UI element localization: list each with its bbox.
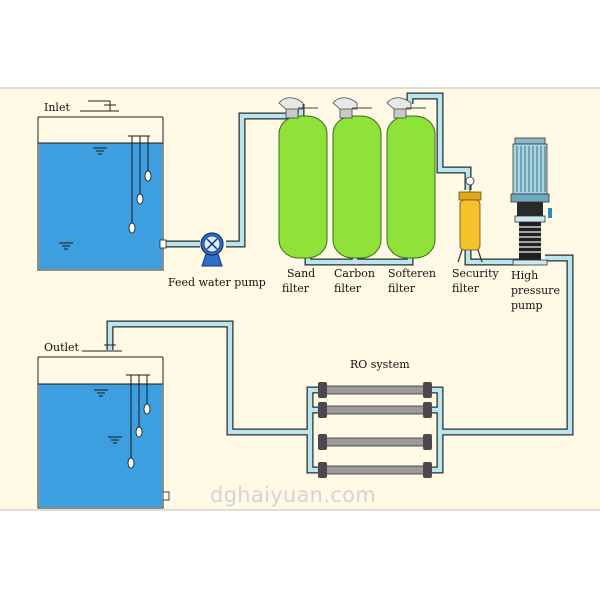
sand-filter-label-line2: filter: [282, 282, 310, 295]
inlet-pipe: [80, 100, 119, 112]
ro-system: [318, 382, 432, 478]
high-pressure-pump-label-line2: pressure: [511, 284, 560, 297]
high-pressure-pump: [510, 137, 552, 266]
ro-membrane: [318, 434, 432, 450]
carbon-filter-label-line2: filter: [334, 282, 362, 295]
feed-water-pump-label: Feed water pump: [168, 276, 266, 289]
security-filter: [457, 176, 483, 263]
outlet-label: Outlet: [44, 341, 79, 354]
inlet-label: Inlet: [44, 101, 70, 114]
softener-filter-label-line1: Softeren: [388, 267, 437, 280]
carbon-filter-label-line1: Carbon: [334, 267, 375, 280]
ro-system-label: RO system: [350, 358, 410, 371]
outlet-tank-water: [39, 384, 162, 507]
ro-membrane: [318, 402, 432, 418]
softener-filter: [386, 97, 436, 259]
ro-membrane: [318, 462, 432, 478]
high-pressure-pump-label-line1: High: [511, 269, 539, 282]
pipe-network: [106, 92, 574, 474]
sand-filter: [278, 97, 328, 259]
security-filter-label-line1: Security: [452, 267, 499, 280]
feed-water-pump: [200, 232, 224, 267]
security-filter-label-line2: filter: [452, 282, 480, 295]
softener-filter-label-line2: filter: [388, 282, 416, 295]
inlet-tank: [37, 100, 164, 271]
softener-filter-label: Softeren filter: [388, 266, 436, 296]
carbon-filter: [332, 97, 382, 259]
watermark: dghaiyuan.com: [210, 483, 377, 507]
sand-filter-label-line1: Sand: [287, 267, 316, 280]
outlet-tank: [37, 344, 170, 509]
high-pressure-pump-label: High pressure pump: [511, 268, 560, 313]
outlet-pipe: [82, 344, 122, 352]
ro-membrane: [318, 382, 432, 398]
high-pressure-pump-label-line3: pump: [511, 299, 543, 312]
security-filter-label: Security filter: [452, 266, 499, 296]
sand-filter-label: Sand filter: [282, 266, 315, 296]
carbon-filter-label: Carbon filter: [334, 266, 375, 296]
inlet-tank-water: [39, 143, 162, 269]
